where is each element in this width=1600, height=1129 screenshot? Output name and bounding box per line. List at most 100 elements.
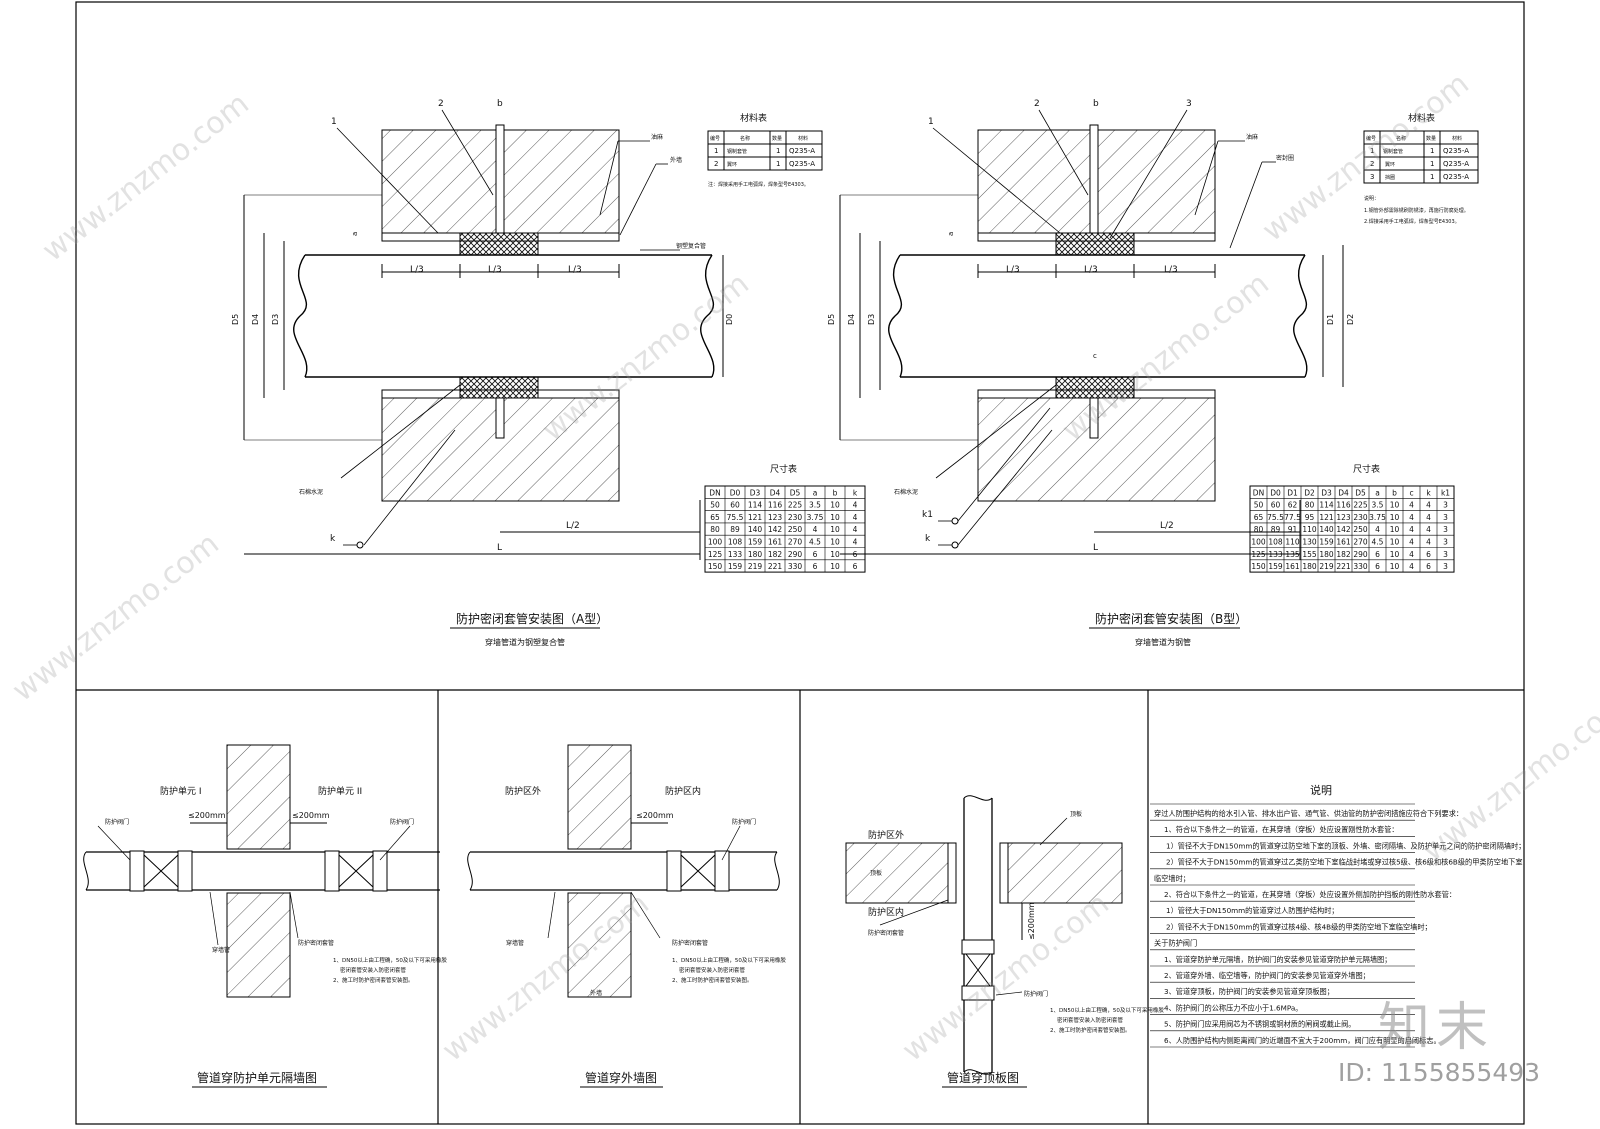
size-table-cell: 100	[708, 538, 723, 547]
size-table-cell: 110	[1302, 525, 1317, 534]
size-table-cell: 60	[730, 501, 740, 510]
explanation-line: 1）管径不大于DN150mm的管道穿过防空地下室的顶板、外墙、密闭隔墙、及防护单…	[1166, 841, 1525, 850]
size-table-cell: D4	[1338, 488, 1349, 497]
label-valve-left: 防护阀门	[105, 818, 129, 826]
size-table-cell: 290	[788, 550, 803, 559]
size-table-cell: 6	[813, 550, 818, 559]
size-table-cell: 142	[1336, 525, 1351, 534]
size-table-cell: 221	[768, 562, 783, 571]
note-line: 1、DN50以上由工程确，50及以下可采用橡胶	[1050, 1006, 1164, 1014]
size-table-cell: 60	[1271, 501, 1281, 510]
size-table-cell: 219	[1319, 562, 1334, 571]
size-table-cell: 180	[1302, 562, 1317, 571]
size-table-cell: 155	[1302, 550, 1317, 559]
packing-top	[459, 232, 539, 256]
mt-cell: 翼环	[1385, 162, 1395, 168]
size-table-cell: 89	[1271, 525, 1281, 534]
label-outside: 防护区外	[505, 785, 541, 797]
size-table-cell: 142	[768, 525, 783, 534]
dim-d5: D5	[231, 314, 240, 325]
mt-head-mat: 材料	[798, 135, 808, 142]
explanation-line: 3、管道穿顶板，防护阀门的安装参见管道穿顶板图；	[1164, 987, 1334, 996]
size-table-cell: 10	[1390, 501, 1400, 510]
size-table-cell: 330	[1353, 562, 1368, 571]
size-table-cell: 3	[1443, 562, 1448, 571]
size-table-cell: 159	[1268, 562, 1283, 571]
size-table-cell: 6	[813, 562, 818, 571]
dim-third-3: L/3	[1164, 265, 1178, 275]
mt-head-qty: 数量	[1426, 135, 1436, 142]
label-valve-right: 防护阀门	[390, 818, 414, 826]
size-table-cell: 230	[1353, 513, 1368, 522]
explanation-line: 2、管道穿外墙、临空墙等，防护阀门的安装参见管道穿外墙图；	[1164, 971, 1370, 980]
mt-head-qty: 数量	[772, 135, 782, 142]
dim-a: a	[351, 232, 359, 236]
dim-third-2: L/3	[1084, 265, 1098, 275]
size-table-cell: 4	[1409, 538, 1414, 547]
explanation-line: 5、防护阀门应采用阀芯为不锈钢或铜材质的闸阀或截止阀。	[1164, 1020, 1355, 1029]
size-table-cell: 133	[728, 550, 743, 559]
size-table-cell: 161	[768, 538, 783, 547]
size-table-cell: 4	[1409, 501, 1414, 510]
size-table-cell: 110	[1285, 538, 1300, 547]
size-table-cell: 140	[748, 525, 763, 534]
drawing-a-type: 1 2 b 油麻 外墙 钢塑复合管 石棉水泥 D5 D4 D3 D0 a L/3…	[231, 99, 734, 560]
label-sleeve: 防护密闭套管	[868, 929, 904, 937]
mt-cell: 1	[714, 147, 718, 155]
callout-b: b	[497, 99, 503, 109]
watermark-logo: 知末	[1378, 998, 1495, 1058]
label-outer-wall: 外墙	[670, 156, 682, 164]
packing-bottom	[1055, 376, 1135, 399]
explanation-line: 关于防护阀门	[1154, 939, 1197, 948]
explanation-line: 2）管径不大于DN150mm的管道穿过核4级、核4B级的甲类防空地下室临空墙时；	[1166, 922, 1432, 931]
label-sleeve: 穿墙管	[506, 939, 524, 947]
size-table-cell: 10	[830, 501, 840, 510]
material-table-caption: 材料表	[740, 112, 767, 124]
size-table-cell: 3.75	[807, 513, 824, 522]
label-sleeve-2: 防护密闭套管	[672, 939, 708, 947]
size-table-cell: 10	[830, 550, 840, 559]
label-sleeve: 穿墙管	[212, 946, 230, 954]
dim-c: c	[1093, 352, 1097, 360]
mt-cell: 2	[714, 160, 718, 168]
size-table-cell: 161	[1285, 562, 1300, 571]
dim-third-3: L/3	[568, 265, 582, 275]
size-table-cell: D1	[1287, 488, 1298, 497]
mt-head-name: 名称	[1396, 135, 1406, 142]
label-oil-hemp: 油麻	[651, 133, 663, 141]
size-table-cell: 180	[748, 550, 763, 559]
explanation-line: 临空墙时；	[1154, 874, 1190, 883]
size-table-cell: 161	[1336, 538, 1351, 547]
mt-note-line: 1.钢管外部需除锈刷防锈漆，再施行防腐处理。	[1364, 207, 1469, 214]
mt-cell: 1	[776, 147, 780, 155]
size-table-cell: 6	[1375, 550, 1380, 559]
dim-half-l: L/2	[566, 521, 580, 531]
size-table-cell: 116	[1336, 501, 1351, 510]
label-k: k	[330, 534, 336, 544]
dim-d5: D5	[827, 314, 836, 325]
size-table-cell: 150	[708, 562, 723, 571]
size-table-cell: 4	[1426, 501, 1431, 510]
size-table-cell: 4	[1409, 562, 1414, 571]
size-table-cell: 180	[1319, 550, 1334, 559]
material-table-a: 材料表 编号 名称 数量 材料 1 钢制套管 1 Q235-A 2 翼环 1 Q…	[707, 112, 823, 188]
size-table-cell: 3.5	[809, 501, 821, 510]
size-table-cell: 10	[1390, 513, 1400, 522]
size-table-cell: 159	[728, 562, 743, 571]
label-slab-inner: 顶板	[870, 869, 882, 877]
size-table-cell: 50	[1254, 501, 1264, 510]
title-panel3: 管道穿顶板图	[947, 1070, 1019, 1085]
explanation-line: 4、防护阀门的公称压力不应小于1.6MPa。	[1164, 1003, 1302, 1012]
label-asbestos: 石棉水泥	[299, 488, 323, 496]
size-table-cell: 10	[1390, 538, 1400, 547]
mt-cell: 挡圈	[1385, 174, 1395, 181]
mt-cell: Q235-A	[1443, 160, 1469, 168]
size-table-caption: 尺寸表	[770, 463, 797, 475]
dim-d4: D4	[847, 314, 856, 325]
dim-third-1: L/3	[410, 265, 424, 275]
explanation-line: 2）管径不大于DN150mm的管道穿过乙类防空地下室临战封堵或穿过核5级、核6级…	[1166, 858, 1523, 867]
size-table-cell: 4	[853, 513, 858, 522]
mt-cell: Q235-A	[1443, 147, 1469, 155]
subtitle-a-type: 穿墙管道为钢塑复合管	[485, 637, 565, 647]
